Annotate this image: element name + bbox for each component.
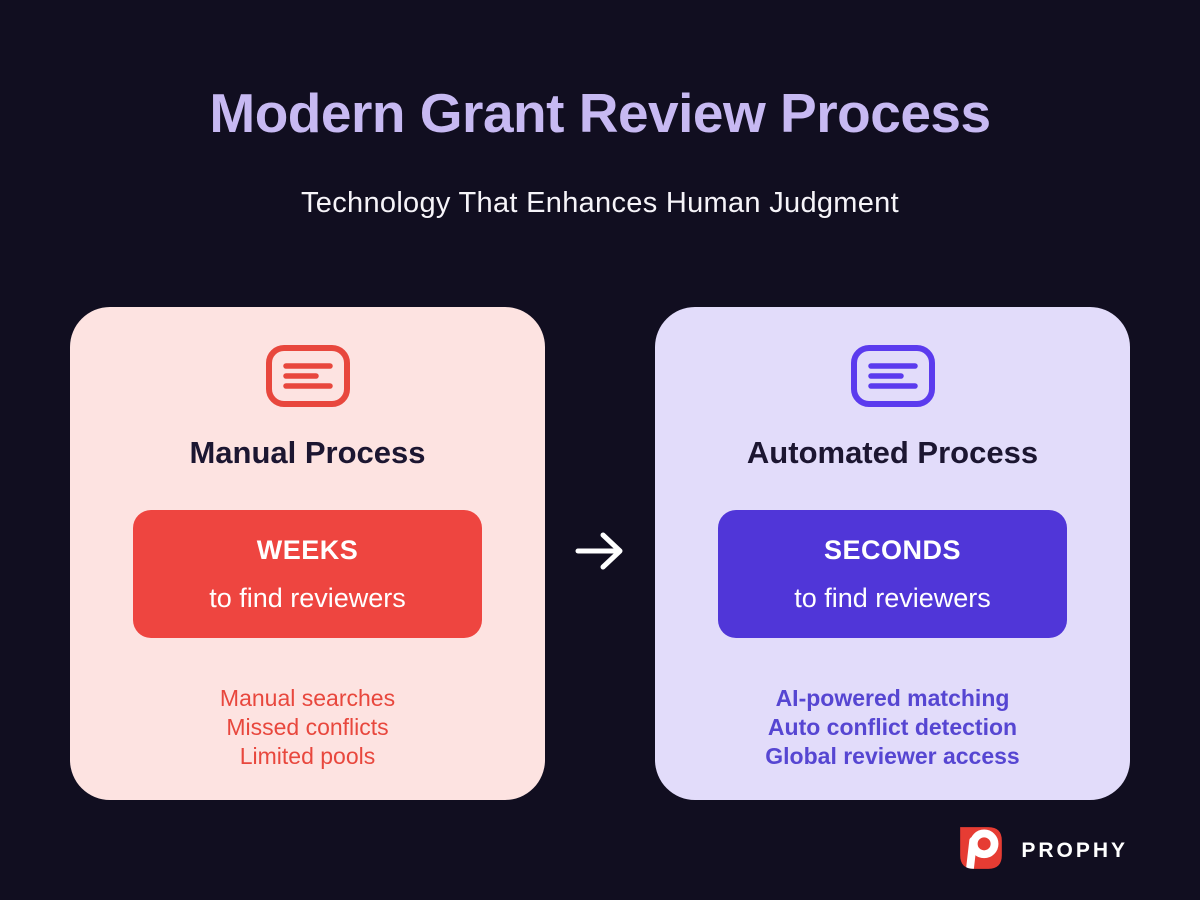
list-item: Manual searches — [219, 685, 396, 711]
page-title: Modern Grant Review Process — [209, 82, 991, 144]
brand-logo: PROPHY — [956, 823, 1128, 878]
duration-value: WEEKS — [256, 534, 359, 565]
brand-name: PROPHY — [1021, 838, 1128, 862]
header: Modern Grant Review Process Technology T… — [0, 0, 1200, 220]
automated-process-card: Automated Process SECONDS to find review… — [655, 307, 1130, 800]
list-item: AI-powered matching — [775, 685, 1010, 711]
duration-value: SECONDS — [823, 534, 962, 565]
transition-arrow — [545, 307, 655, 800]
comparison-row: Manual Process WEEKS to find reviewers M… — [70, 307, 1130, 800]
feature-list: Manual searches Missed conflicts Limited… — [70, 684, 545, 771]
document-card-icon — [850, 345, 935, 412]
right-arrow-icon — [575, 529, 625, 578]
prophy-logo-icon — [956, 823, 1006, 878]
duration-caption: to find reviewers — [794, 582, 991, 613]
page-subtitle: Technology That Enhances Human Judgment — [301, 187, 899, 219]
document-card-icon — [265, 345, 350, 412]
duration-badge: SECONDS to find reviewers — [718, 510, 1067, 638]
list-item: Limited pools — [239, 743, 376, 769]
list-item: Auto conflict detection — [767, 714, 1018, 740]
duration-caption: to find reviewers — [209, 582, 406, 613]
list-item: Global reviewer access — [765, 743, 1020, 769]
card-heading: Manual Process — [189, 435, 426, 470]
manual-process-card: Manual Process WEEKS to find reviewers M… — [70, 307, 545, 800]
feature-list: AI-powered matching Auto conflict detect… — [655, 684, 1130, 771]
list-item: Missed conflicts — [226, 714, 389, 740]
duration-badge: WEEKS to find reviewers — [133, 510, 482, 638]
card-heading: Automated Process — [746, 435, 1039, 470]
